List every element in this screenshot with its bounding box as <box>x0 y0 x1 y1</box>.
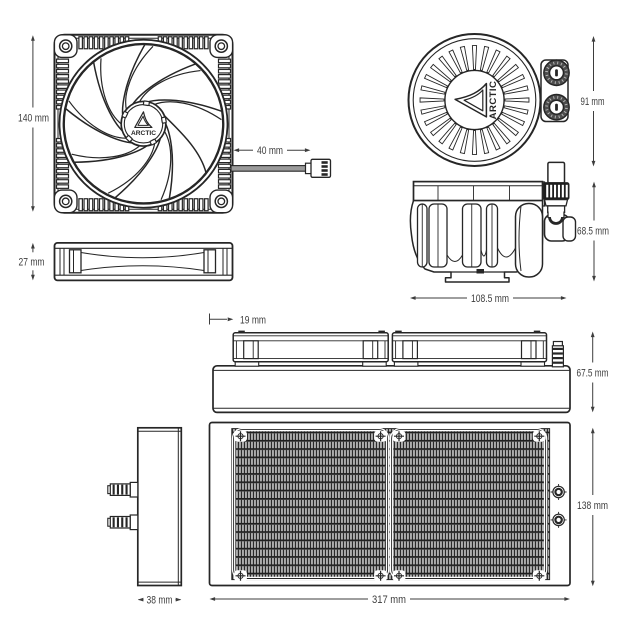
svg-text:91 mm: 91 mm <box>581 96 605 108</box>
svg-text:138 mm: 138 mm <box>577 500 608 512</box>
svg-text:68.5 mm: 68.5 mm <box>577 226 609 238</box>
svg-text:ARCTIC: ARCTIC <box>488 81 499 120</box>
svg-text:19 mm: 19 mm <box>240 314 266 326</box>
svg-text:140 mm: 140 mm <box>18 113 49 125</box>
svg-text:67.5 mm: 67.5 mm <box>577 368 609 380</box>
svg-text:108.5 mm: 108.5 mm <box>471 293 509 305</box>
svg-text:38 mm: 38 mm <box>147 595 173 607</box>
svg-text:27 mm: 27 mm <box>19 256 45 268</box>
svg-text:40 mm: 40 mm <box>257 145 283 157</box>
svg-text:ARCTIC: ARCTIC <box>131 130 157 137</box>
svg-text:317 mm: 317 mm <box>372 594 406 606</box>
